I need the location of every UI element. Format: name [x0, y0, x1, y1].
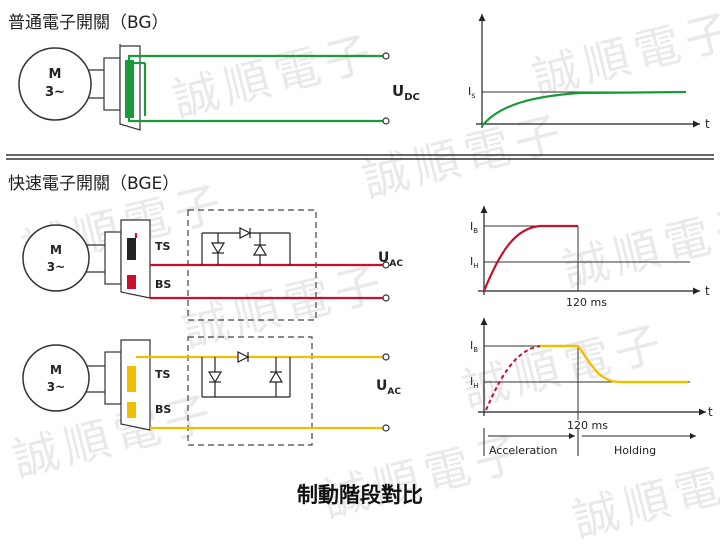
- graph-bge-2: IB IH 120 ms t Acceleration Holding: [470, 318, 713, 457]
- terminal: [382, 52, 390, 60]
- phase-holding: Holding: [614, 444, 656, 457]
- time-label: 120 ms: [566, 296, 607, 309]
- coil-bg: [125, 60, 134, 118]
- graph-bge-1: IB IH 120 ms t: [470, 206, 710, 309]
- motor-phase-label: 3~: [47, 260, 65, 274]
- terminal: [382, 117, 390, 125]
- wires-bg: [127, 54, 383, 123]
- wires-bge-red: [134, 233, 383, 300]
- rectifier-bge-1: [201, 227, 291, 265]
- ib-label: IB: [470, 220, 478, 235]
- rectifier-box: [187, 336, 313, 446]
- terminal: [382, 294, 390, 302]
- wires-bge-yellow: [136, 355, 383, 430]
- diagram-svg: 普通電子開關（BG） M 3~ UDC Is t: [6, 13, 714, 507]
- motor-bg: M 3~: [18, 44, 141, 131]
- rectifier-bge-2: [201, 351, 291, 398]
- coil-ts-bge: [127, 238, 136, 260]
- t-axis-label: t: [705, 117, 710, 131]
- section-title-bg: 普通電子開關（BG）: [8, 13, 169, 33]
- motor-phase-label: 3~: [45, 85, 65, 100]
- bs-label: BS: [155, 403, 171, 416]
- ih-label: IH: [470, 255, 479, 270]
- graph-bg: Is t: [468, 14, 710, 131]
- diagram-stage: 誠順電子 誠順電子 誠順電子 誠順電子 誠順電子 誠順電子 誠順電子 誠順電子 …: [6, 3, 720, 547]
- ib-label: IB: [470, 339, 478, 354]
- bs-label: BS: [155, 278, 171, 291]
- phase-acceleration: Acceleration: [489, 444, 557, 457]
- motor-label: M: [50, 243, 62, 257]
- terminal: [382, 353, 390, 361]
- section-title-bge: 快速電子開關（BGE）: [8, 174, 179, 194]
- coil-bs-bge: [127, 275, 136, 289]
- is-label: Is: [468, 85, 475, 100]
- uac-label: UAC: [378, 250, 403, 269]
- uac-label: UAC: [376, 378, 401, 397]
- udc-label: UDC: [392, 82, 420, 103]
- motor-phase-label: 3~: [47, 380, 65, 394]
- coil-bs-bge-2: [127, 402, 136, 418]
- t-axis-label: t: [708, 405, 713, 419]
- coil-ts-bge-2: [127, 366, 136, 392]
- time-label: 120 ms: [567, 419, 608, 432]
- caption: 制動階段對比: [297, 483, 423, 507]
- motor-bge-2: M 3~: [22, 339, 151, 431]
- motor-label: M: [49, 67, 62, 82]
- terminal: [382, 424, 390, 432]
- t-axis-label: t: [705, 284, 710, 298]
- ts-label: TS: [155, 240, 171, 253]
- terminal: [382, 261, 390, 269]
- ts-label: TS: [155, 368, 171, 381]
- ih-label: IH: [470, 375, 479, 390]
- motor-label: M: [50, 363, 62, 377]
